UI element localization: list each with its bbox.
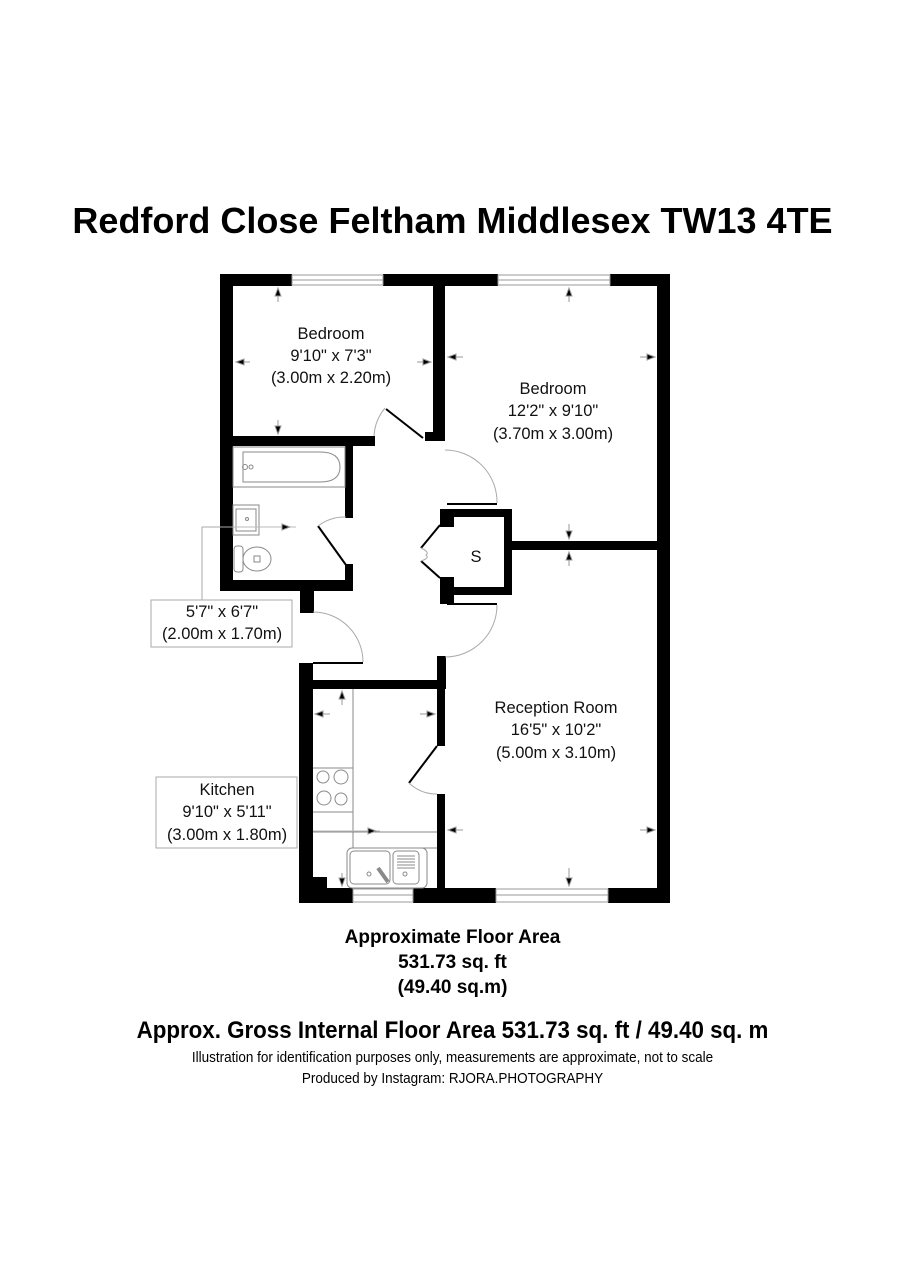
- room-kitchen-name: Kitchen: [199, 781, 254, 799]
- callouts: [150, 526, 298, 849]
- toilet-icon: [233, 545, 244, 573]
- room-bedroom-2-imperial: 12'2" x 9'10": [508, 402, 599, 420]
- room-bedroom-2-name: Bedroom: [520, 380, 587, 398]
- gross-internal-area: Approx. Gross Internal Floor Area 531.73…: [136, 1017, 769, 1044]
- floor-area-sqft: 531.73 sq. ft: [398, 952, 507, 973]
- hob-icon: [316, 770, 330, 784]
- room-kitchen-imperial: 9'10" x 5'11": [182, 803, 271, 821]
- room-bathroom-imperial: 5'7" x 6'7": [186, 603, 258, 621]
- doors: [312, 407, 498, 795]
- room-bedroom-1-metric: (3.00m x 2.20m): [271, 369, 391, 387]
- room-kitchen-metric: (3.00m x 1.80m): [167, 826, 287, 844]
- basin-icon: [232, 504, 260, 536]
- dimension-arrows: [233, 286, 657, 888]
- room-reception-imperial: 16'5" x 10'2": [511, 721, 602, 739]
- bath-icon: [232, 446, 346, 488]
- floor-area-summary: Approximate Floor Area 531.73 sq. ft (49…: [0, 925, 905, 1000]
- room-bedroom-2-metric: (3.70m x 3.00m): [493, 425, 613, 443]
- room-reception-metric: (5.00m x 3.10m): [496, 744, 616, 762]
- disclaimer: Illustration for identification purposes…: [191, 1049, 714, 1066]
- room-bedroom-1-name: Bedroom: [298, 325, 365, 343]
- room-bedroom-1-imperial: 9'10" x 7'3": [290, 347, 371, 365]
- windows: [291, 274, 611, 903]
- page-title: Redford Close Feltham Middlesex TW13 4TE: [72, 200, 833, 241]
- room-bathroom-metric: (2.00m x 1.70m): [162, 625, 282, 643]
- room-reception-name: Reception Room: [495, 699, 618, 717]
- walls: [220, 274, 670, 903]
- produced-by: Produced by Instagram: RJORA.PHOTOGRAPHY: [301, 1070, 604, 1087]
- fixtures: [232, 446, 437, 889]
- sink-icon: [346, 847, 428, 889]
- floor-area-sqm: (49.40 sq.m): [397, 977, 508, 998]
- floor-area-label: Approximate Floor Area: [344, 927, 561, 948]
- room-storage-name: S: [470, 548, 481, 566]
